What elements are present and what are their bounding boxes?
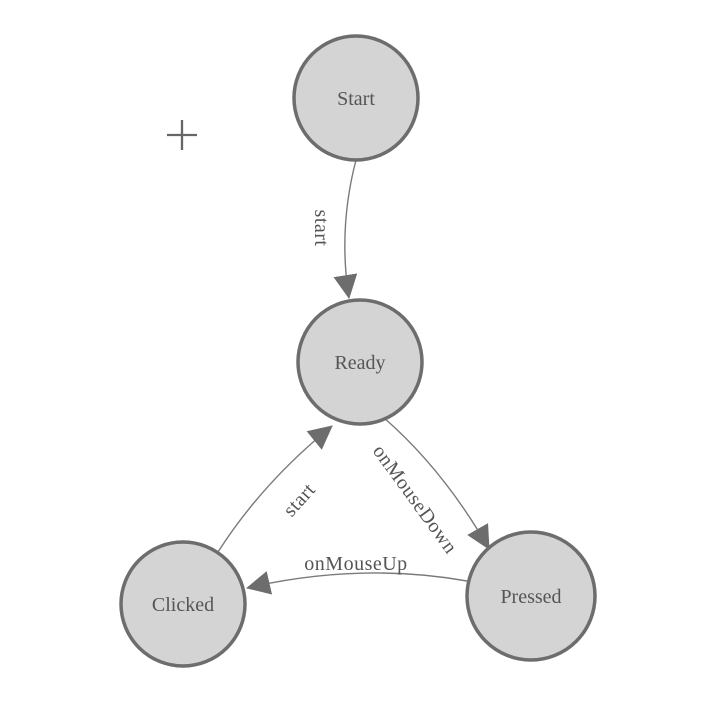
crosshair-cursor bbox=[167, 120, 197, 150]
state-node-clicked[interactable]: Clicked bbox=[119, 540, 247, 668]
edge-start-to-ready[interactable]: start bbox=[310, 159, 358, 299]
state-node-ready-label: Ready bbox=[334, 352, 385, 374]
edge-pressed-to-clicked[interactable]: onMouseUp bbox=[246, 553, 468, 595]
edge-ready-to-pressed-label: onMouseDown bbox=[368, 441, 462, 558]
state-node-pressed-circle bbox=[465, 530, 597, 662]
edge-start-to-ready-label: start bbox=[310, 210, 332, 247]
state-node-start-circle bbox=[292, 34, 420, 162]
edge-pressed-to-clicked-label: onMouseUp bbox=[304, 553, 407, 575]
edge-clicked-to-ready-label: start bbox=[279, 479, 320, 521]
state-node-ready-circle bbox=[296, 298, 424, 426]
state-node-start-label: Start bbox=[337, 88, 375, 110]
state-node-pressed-label: Pressed bbox=[500, 586, 561, 608]
edge-start-to-ready-path bbox=[333, 159, 358, 299]
state-node-start[interactable]: Start bbox=[292, 34, 420, 162]
state-node-clicked-label: Clicked bbox=[152, 594, 214, 616]
edge-clicked-to-ready-path bbox=[217, 425, 333, 553]
state-node-clicked-circle bbox=[119, 540, 247, 668]
edge-clicked-to-ready[interactable]: start bbox=[217, 425, 333, 553]
state-node-ready[interactable]: Ready bbox=[296, 298, 424, 426]
state-node-pressed[interactable]: Pressed bbox=[465, 530, 597, 662]
edge-ready-to-pressed-path bbox=[382, 416, 490, 550]
edge-pressed-to-clicked-path bbox=[246, 571, 468, 595]
edge-ready-to-pressed[interactable]: onMouseDown bbox=[368, 416, 490, 558]
